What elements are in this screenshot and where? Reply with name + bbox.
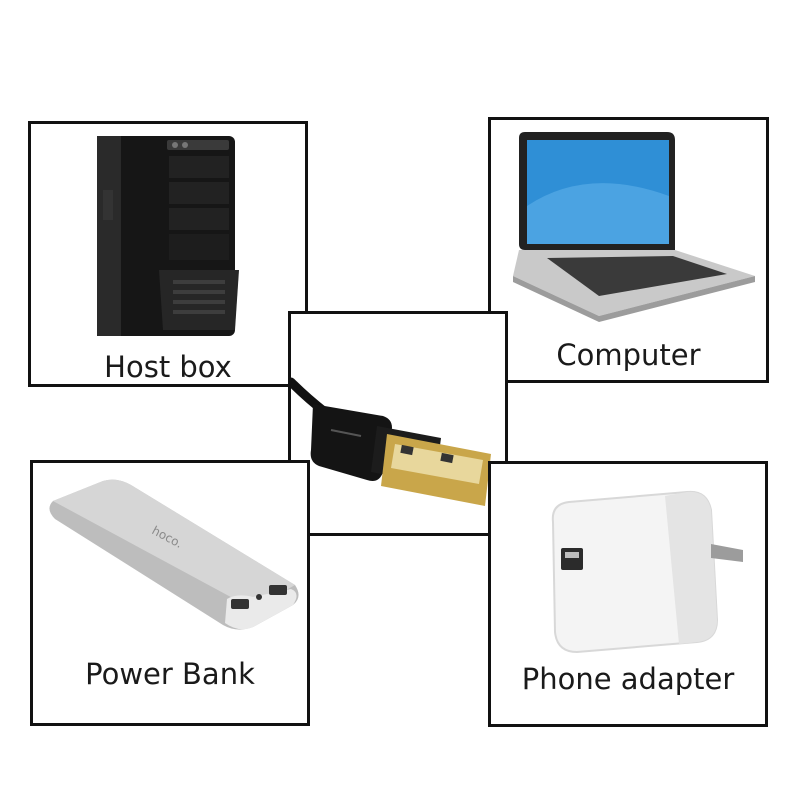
laptop-icon xyxy=(513,132,755,322)
usb-a-connector-icon xyxy=(291,377,491,506)
power-bank-panel: hoco. Power Bank xyxy=(30,460,310,726)
host-box-label: Host box xyxy=(104,350,232,384)
desktop-tower-icon xyxy=(97,136,239,336)
usb-cable-panel xyxy=(288,311,508,536)
wall-charger-icon xyxy=(551,490,743,654)
power-bank-icon: hoco. xyxy=(49,479,299,630)
computer-panel: Computer xyxy=(488,117,769,383)
host-box-panel: Host box xyxy=(28,121,308,387)
phone-adapter-panel: Phone adapter xyxy=(488,461,768,727)
computer-label: Computer xyxy=(556,338,701,372)
phone-adapter-label: Phone adapter xyxy=(521,662,735,696)
power-bank-label: Power Bank xyxy=(85,657,255,691)
